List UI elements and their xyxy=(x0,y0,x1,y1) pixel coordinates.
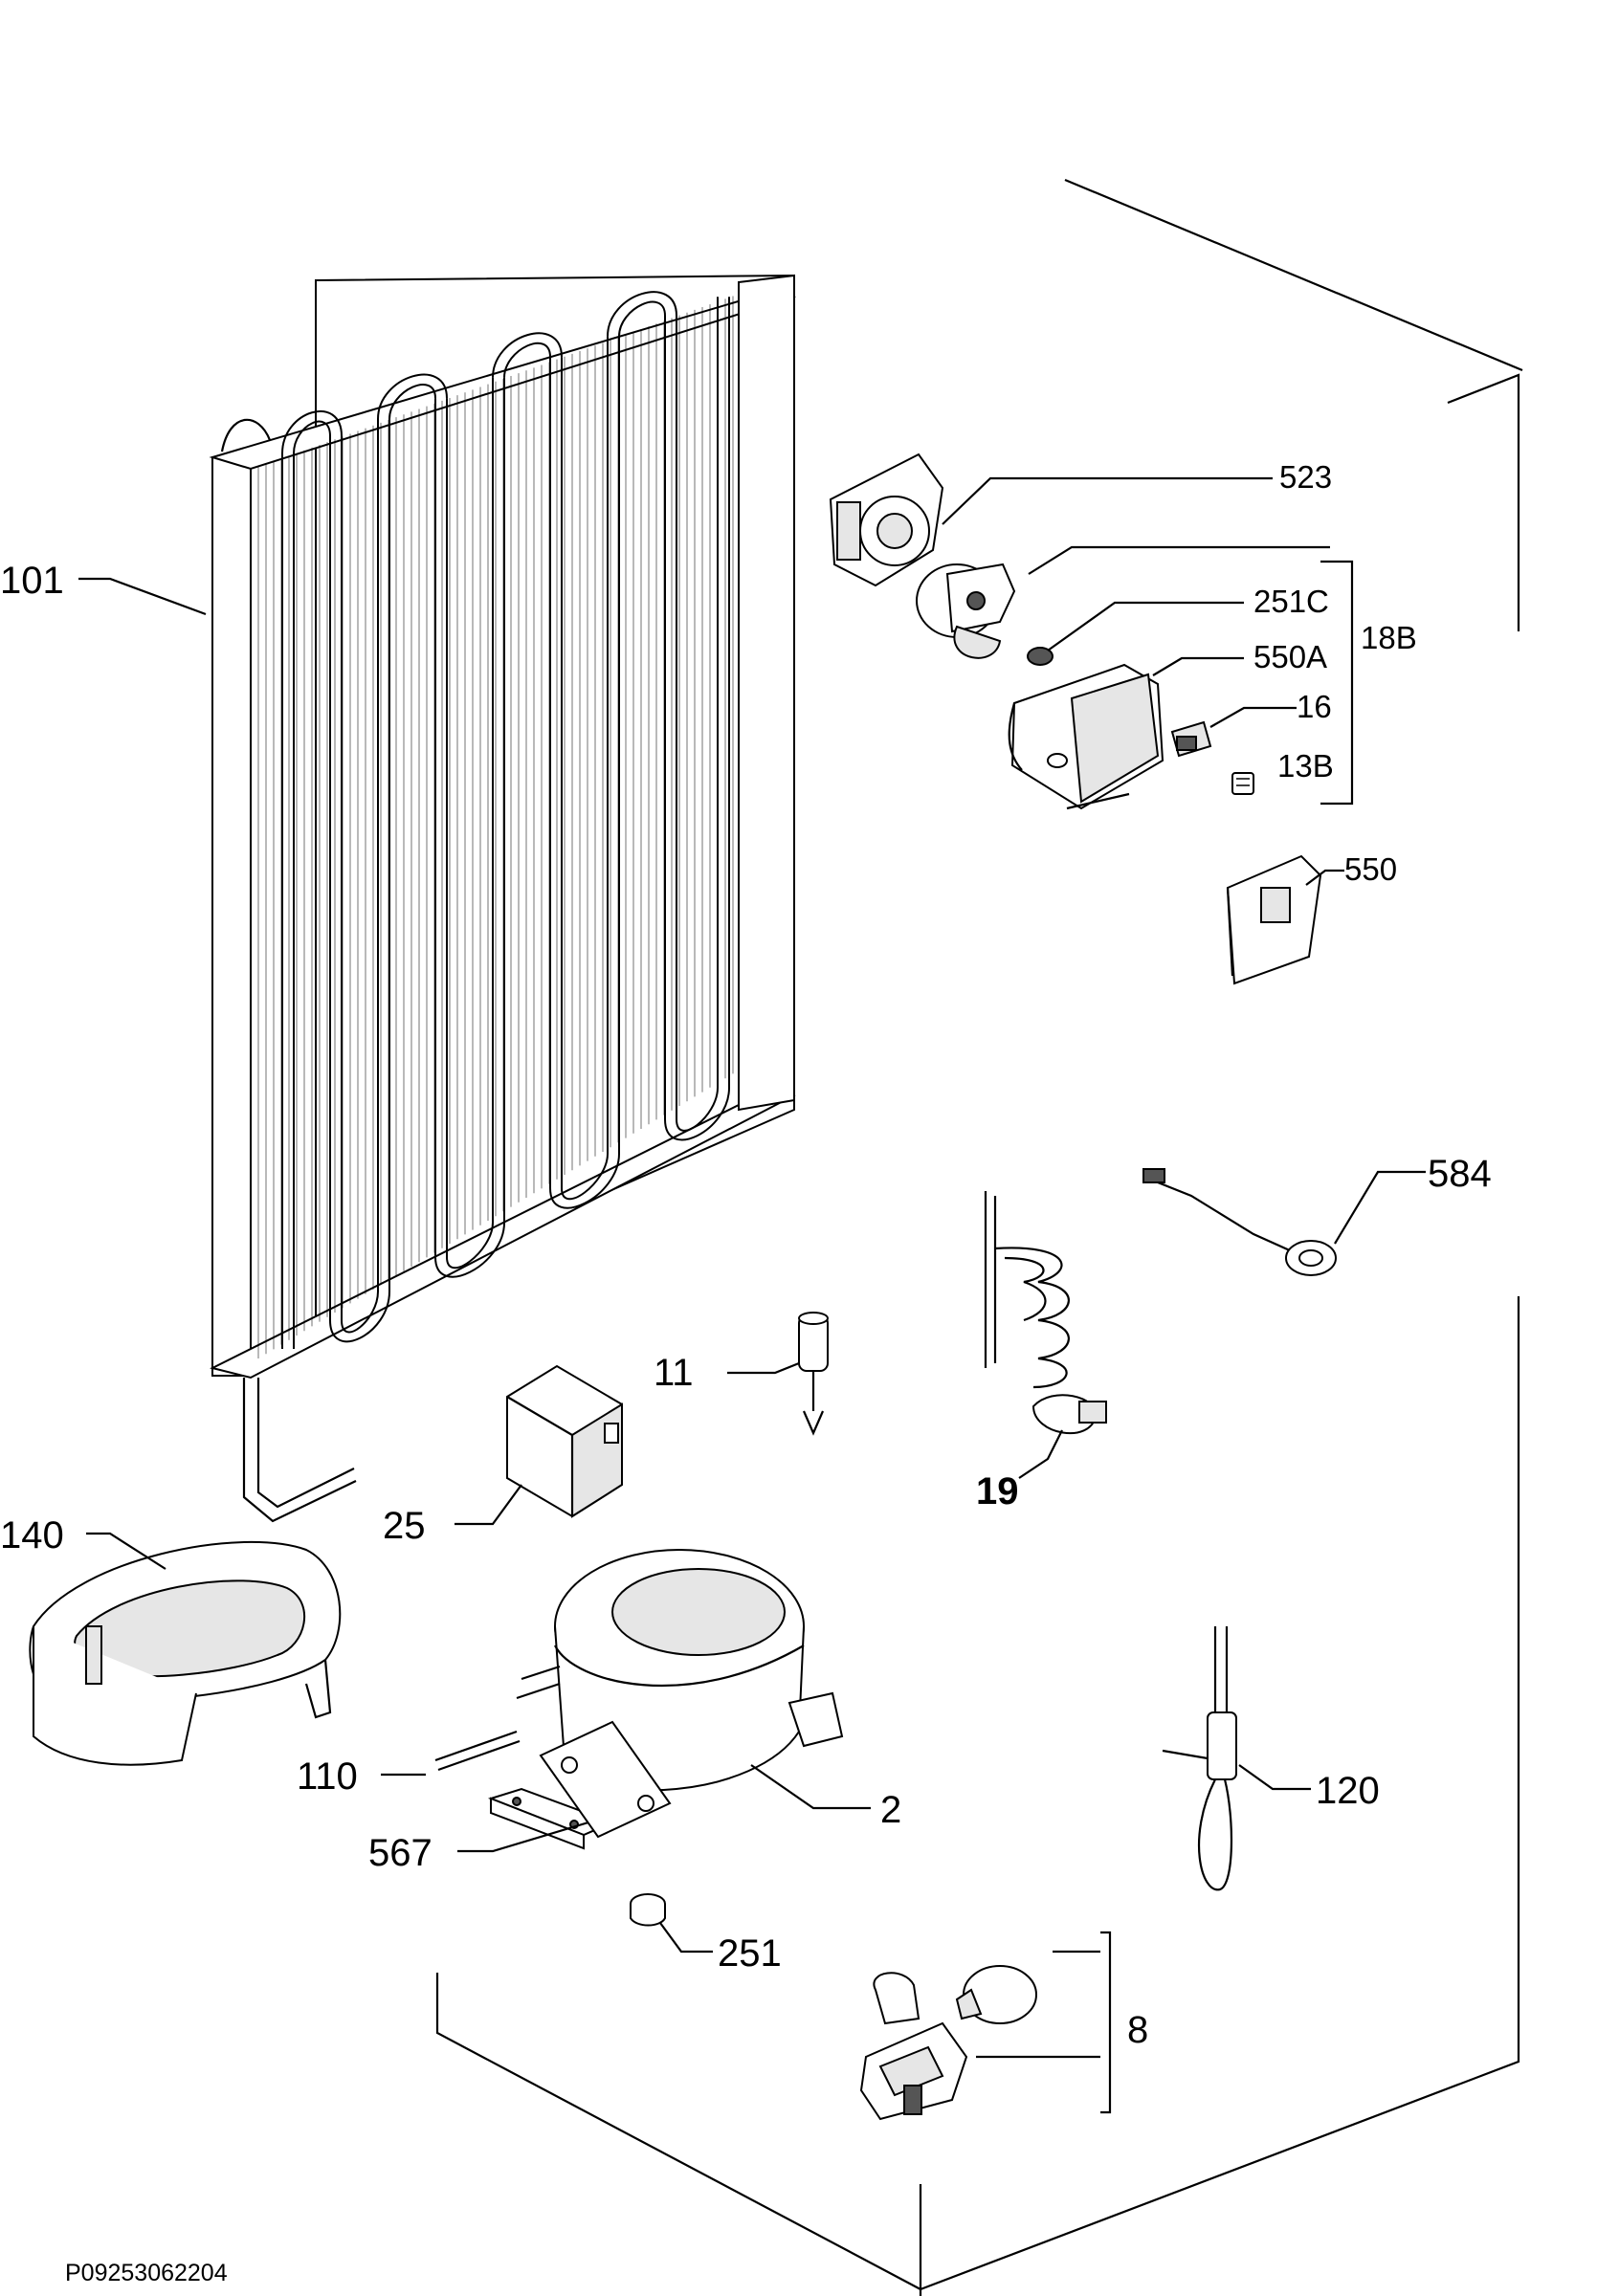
grommet-251c xyxy=(1027,647,1054,666)
condenser-101 xyxy=(209,274,796,1523)
label-120: 120 xyxy=(1316,1770,1380,1812)
label-13b: 13B xyxy=(1277,748,1334,784)
label-2: 2 xyxy=(880,1789,901,1831)
fan-motor xyxy=(916,563,1016,659)
label-110: 110 xyxy=(297,1755,358,1798)
sensor-120 xyxy=(1162,1626,1237,1891)
label-8: 8 xyxy=(1127,2009,1148,2051)
label-584: 584 xyxy=(1428,1153,1492,1195)
label-101: 101 xyxy=(0,560,64,602)
lampholder-13b xyxy=(1231,772,1254,795)
thermostat-8 xyxy=(859,1965,1037,2121)
drip-tray-140 xyxy=(29,1540,342,1766)
valve-11 xyxy=(798,1312,829,1436)
label-251c: 251C xyxy=(1253,584,1329,619)
heater-coil-19 xyxy=(984,1191,1107,1435)
pin-110 xyxy=(434,1730,521,1772)
label-16: 16 xyxy=(1297,689,1332,724)
label-140: 140 xyxy=(0,1514,64,1556)
label-19: 19 xyxy=(976,1470,1019,1512)
plug-251 xyxy=(630,1893,666,1927)
label-251: 251 xyxy=(718,1932,782,1975)
label-25: 25 xyxy=(383,1505,426,1547)
switch-16 xyxy=(1170,720,1212,758)
cover-550 xyxy=(1226,854,1322,985)
leader-lines xyxy=(78,476,1426,2114)
compressor-2 xyxy=(516,1549,844,1839)
starter-25 xyxy=(506,1364,623,1518)
label-550: 550 xyxy=(1344,851,1397,887)
label-567: 567 xyxy=(368,1832,433,1874)
sensor-584 xyxy=(1142,1168,1337,1276)
housing-550a xyxy=(1008,663,1164,810)
label-11: 11 xyxy=(654,1352,694,1394)
drawing-code: P09253062204 xyxy=(65,2260,228,2286)
label-523: 523 xyxy=(1279,459,1332,495)
label-550a: 550A xyxy=(1253,639,1327,674)
fan-shroud-523 xyxy=(829,453,944,587)
label-18b: 18B xyxy=(1361,620,1417,655)
cabinet-outline xyxy=(435,178,1523,2296)
